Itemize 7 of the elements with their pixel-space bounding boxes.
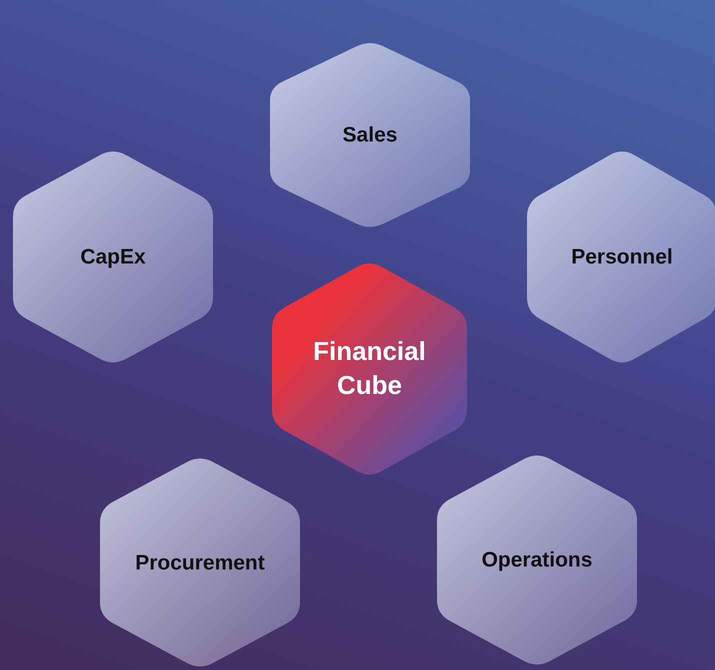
hexagon (270, 40, 470, 230)
node-label: Sales (342, 122, 398, 148)
node-label: CapEx (80, 244, 146, 270)
node-label: Operations (482, 547, 592, 574)
node-label: Personnel (571, 244, 673, 270)
node-label: Financial Cube (312, 335, 427, 402)
node-label: Procurement (135, 550, 265, 576)
